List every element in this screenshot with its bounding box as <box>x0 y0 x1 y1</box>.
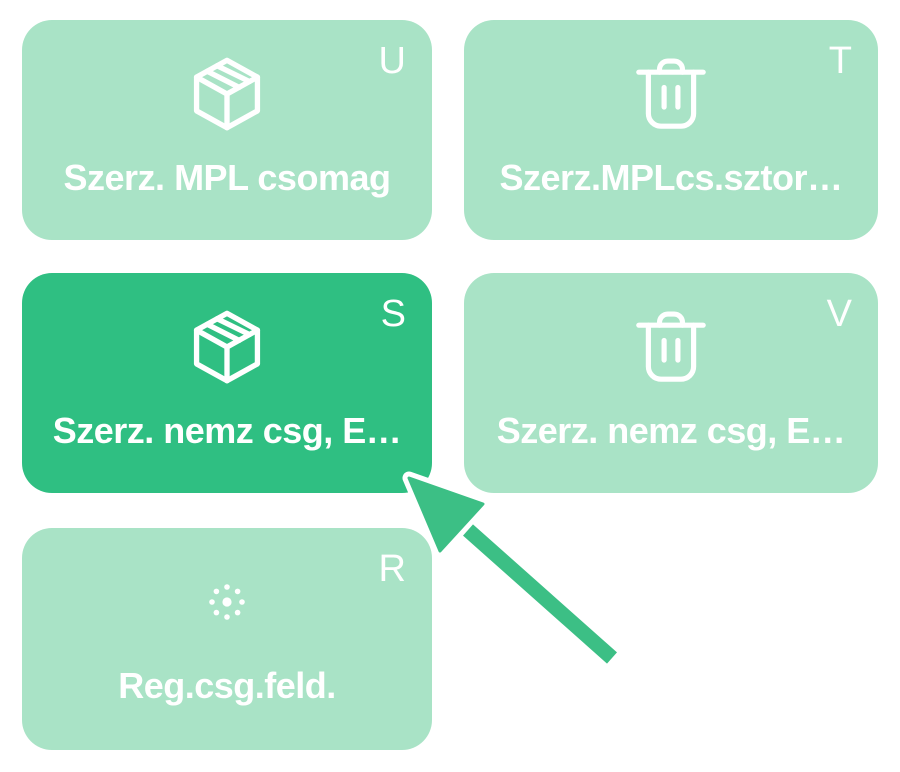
tile-reg-csg-feld[interactable]: R Reg.csg.feld. <box>22 528 432 750</box>
tile-shortcut-letter: T <box>828 40 852 82</box>
trash-icon <box>625 48 717 140</box>
tile-szerz-nemz-csg-sztorno[interactable]: V Szerz. nemz csg, E… <box>464 273 878 493</box>
tile-label: Reg.csg.feld. <box>118 665 336 706</box>
spinner-dots-icon <box>207 582 247 622</box>
tile-szerz-nemz-csg-selected[interactable]: S Szerz. nemz csg, E… <box>22 273 432 493</box>
tile-label: Szerz. MPL csomag <box>63 157 391 198</box>
tile-label: Szerz.MPLcs.sztor… <box>499 157 843 198</box>
tile-shortcut-letter: V <box>826 293 852 335</box>
trash-icon <box>625 301 717 393</box>
package-icon <box>183 303 271 391</box>
tile-shortcut-letter: R <box>378 548 406 590</box>
tile-label: Szerz. nemz csg, E… <box>496 410 846 451</box>
tile-shortcut-letter: U <box>378 40 406 82</box>
tile-label: Szerz. nemz csg, E… <box>52 410 402 451</box>
tile-szerz-mplcs-sztorno[interactable]: T Szerz.MPLcs.sztor… <box>464 20 878 240</box>
tile-shortcut-letter: S <box>380 293 406 335</box>
tile-szerz-mpl-csomag[interactable]: U Szerz. MPL csomag <box>22 20 432 240</box>
package-icon <box>183 50 271 138</box>
